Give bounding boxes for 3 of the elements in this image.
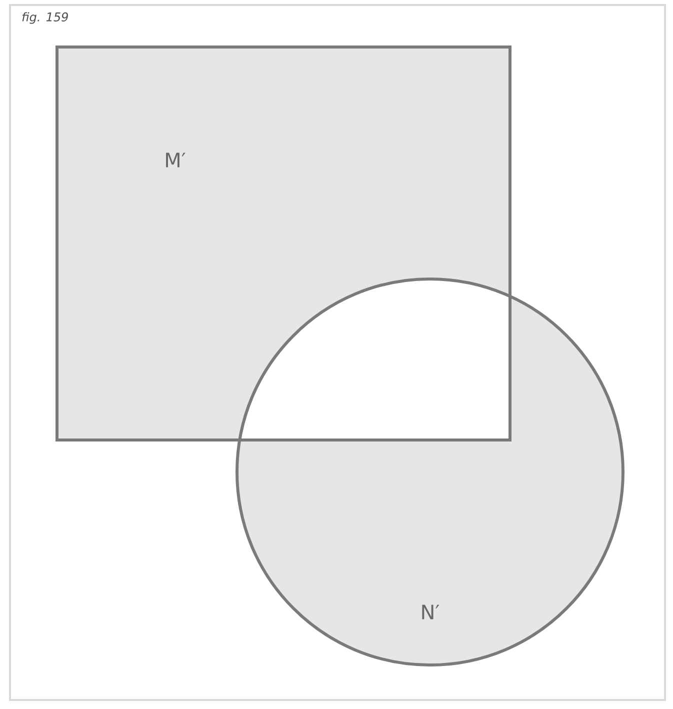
square-region: M′ [56,46,512,442]
figure-title: fig. 159 [22,12,68,24]
circle-region: N′ [236,278,624,666]
